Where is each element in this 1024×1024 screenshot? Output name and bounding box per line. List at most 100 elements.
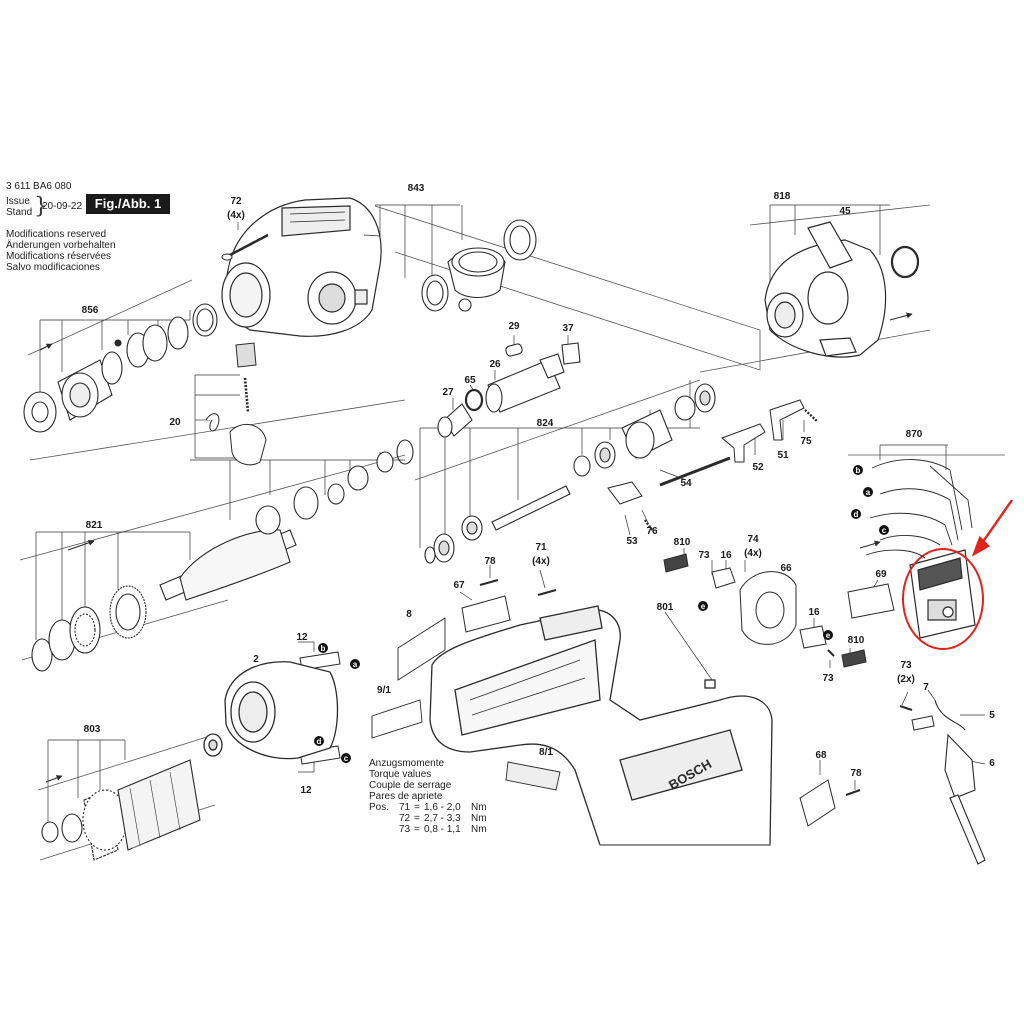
torque-unit: Nm bbox=[471, 824, 487, 835]
wire-badge-b: b bbox=[321, 644, 326, 653]
callout-75: 75 bbox=[800, 436, 812, 447]
callout-26: 26 bbox=[489, 359, 501, 370]
torque-range: 1,6 - 2,0 bbox=[424, 802, 461, 813]
callout-73: 73 bbox=[698, 550, 710, 561]
torque-unit: Nm bbox=[471, 802, 487, 813]
issue-date: 20-09-22 bbox=[42, 201, 83, 212]
stand-label: Stand bbox=[6, 207, 33, 218]
callout-76: 76 bbox=[646, 526, 658, 537]
drive-shaft-824 bbox=[424, 383, 716, 564]
callout-803: 803 bbox=[84, 724, 101, 735]
callout-numbers: 72 (4x) 843 818 45 856 20 29 37 26 27 65… bbox=[82, 183, 996, 796]
chuck-assembly-856 bbox=[23, 303, 218, 433]
torque-eq: = bbox=[414, 824, 420, 835]
torque-pos-label: Pos. bbox=[369, 802, 390, 813]
torque-eq: = bbox=[414, 802, 420, 813]
callout-72: 72 bbox=[230, 196, 242, 207]
frame-856 bbox=[27, 279, 193, 356]
callout-78: 78 bbox=[850, 768, 862, 779]
wire-badge-d: d bbox=[854, 510, 859, 519]
wire-badge-a: a bbox=[353, 660, 358, 669]
figure-label: Fig./Abb. 1 bbox=[86, 194, 170, 214]
callout-801: 801 bbox=[657, 602, 674, 613]
torque-heading: Couple de serrage bbox=[369, 780, 452, 791]
callout-20: 20 bbox=[169, 417, 181, 428]
callout-37: 37 bbox=[562, 323, 574, 334]
detent-parts-20 bbox=[205, 342, 267, 466]
torque-range: 0,8 - 1,1 bbox=[424, 824, 461, 835]
callout-67: 67 bbox=[453, 580, 465, 591]
torque-row: 73 = 0,8 - 1,1 Nm bbox=[369, 824, 499, 835]
callout-856: 856 bbox=[82, 305, 99, 316]
wire-badge-c: c bbox=[344, 754, 349, 763]
frame-824 bbox=[414, 379, 701, 481]
wiring-harness-870 bbox=[865, 459, 973, 559]
torque-unit: Nm bbox=[471, 813, 487, 824]
leader-lines bbox=[35, 204, 986, 825]
power-cord bbox=[934, 699, 986, 865]
callout-2: 2 bbox=[253, 654, 259, 665]
wire-badge-a: a bbox=[866, 488, 871, 497]
torque-heading: Anzugsmomente bbox=[369, 758, 445, 769]
torque-eq: = bbox=[414, 813, 420, 824]
gearbox-housing bbox=[221, 197, 382, 337]
motor-housing-801 bbox=[429, 605, 773, 846]
torque-pos: 73 bbox=[399, 824, 411, 835]
callout-12: 12 bbox=[296, 632, 308, 643]
callout-8: 8 bbox=[406, 609, 412, 620]
armature-803 bbox=[41, 759, 201, 861]
callout-27: 27 bbox=[442, 387, 454, 398]
issue-label: Issue bbox=[6, 196, 30, 207]
wire-badge-b: b bbox=[856, 466, 861, 475]
switch-component bbox=[909, 549, 976, 639]
wire-badges: b a e d c b a d c e bbox=[314, 465, 889, 763]
callout-71: 71 bbox=[535, 542, 547, 553]
callout-16: 16 bbox=[720, 550, 732, 561]
callout-65: 65 bbox=[464, 375, 476, 386]
callout-74: 74 bbox=[747, 534, 759, 545]
callout-8-1: 8/1 bbox=[539, 747, 553, 758]
callout-6: 6 bbox=[989, 758, 995, 769]
torque-row: 72 = 2,7 - 3,3 Nm bbox=[369, 813, 499, 824]
torque-heading: Torque values bbox=[369, 769, 432, 780]
torque-range: 2,7 - 3,3 bbox=[424, 813, 461, 824]
callout-29: 29 bbox=[508, 321, 520, 332]
wire-badge-e: e bbox=[701, 602, 706, 611]
frame-856-low bbox=[29, 399, 406, 461]
callout-71-qty: (4x) bbox=[532, 556, 550, 567]
selector-levers bbox=[607, 399, 819, 531]
bearing-rings-843 bbox=[421, 219, 537, 312]
modification-note: Salvo modificaciones bbox=[6, 262, 100, 273]
callout-66: 66 bbox=[780, 563, 792, 574]
wire-badge-e: e bbox=[826, 631, 831, 640]
clamp-parts bbox=[461, 578, 557, 633]
switch-cluster bbox=[663, 553, 935, 731]
callout-73: 73 bbox=[900, 660, 912, 671]
cable-clamp-68 bbox=[799, 779, 861, 827]
frame-821 bbox=[19, 454, 406, 561]
callout-16: 16 bbox=[808, 607, 820, 618]
callout-12: 12 bbox=[300, 785, 312, 796]
callout-74-qty: (4x) bbox=[744, 548, 762, 559]
o-ring-45 bbox=[890, 245, 920, 279]
highlight-ring bbox=[902, 548, 984, 650]
callout-810: 810 bbox=[848, 635, 865, 646]
torque-row: Pos. 71 = 1,6 - 2,0 Nm bbox=[369, 802, 499, 813]
callout-68: 68 bbox=[815, 750, 827, 761]
torque-pos: 71 bbox=[399, 802, 411, 813]
modification-note: Modifications reserved bbox=[6, 229, 107, 240]
bottom-overlay bbox=[130, 842, 890, 882]
callout-824: 824 bbox=[537, 418, 554, 429]
direction-arrows bbox=[39, 312, 913, 783]
callout-73: 73 bbox=[822, 673, 834, 684]
callout-821: 821 bbox=[86, 520, 103, 531]
callout-5: 5 bbox=[989, 710, 995, 721]
callout-7: 7 bbox=[923, 682, 929, 693]
callout-73-qty: (2x) bbox=[897, 674, 915, 685]
callout-54: 54 bbox=[680, 478, 692, 489]
callout-51: 51 bbox=[777, 450, 789, 461]
callout-52: 52 bbox=[752, 462, 764, 473]
wire-badge-c: c bbox=[882, 526, 887, 535]
modification-note: Modifications réservées bbox=[6, 251, 112, 262]
